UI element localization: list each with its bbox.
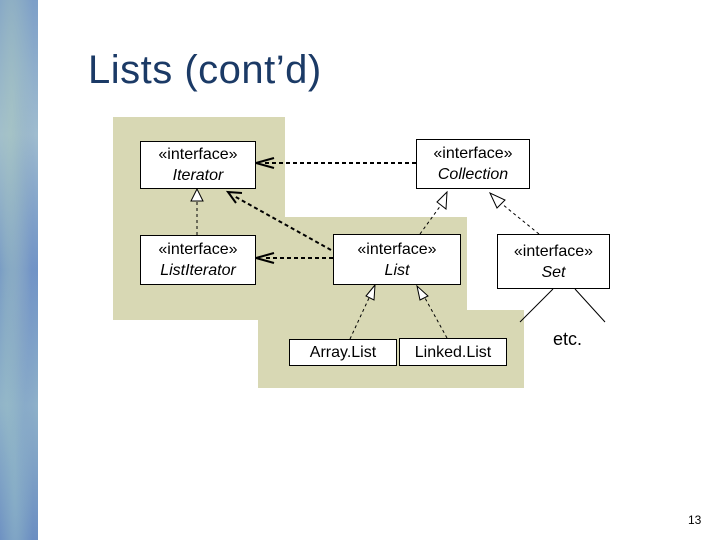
triangle-iterator [190,187,204,202]
edge-set-to-etc-right [574,288,606,323]
page-number: 13 [688,513,702,527]
node-list-iterator: «interface» ListIterator [140,235,256,285]
edge-set-to-etc [519,288,554,323]
node-linked-list-name: Linked.List [414,343,492,361]
edge-set-to-collection [501,203,540,235]
node-list: «interface» List [333,234,461,285]
node-set-name: Set [541,263,566,281]
node-linked-list: Linked.List [399,338,507,366]
etc-label: etc. [553,329,583,349]
triangle-list-left [365,283,376,301]
node-set-stereotype: «interface» [513,242,594,260]
node-list-stereotype: «interface» [357,240,437,258]
arrowhead-iterator [252,157,275,169]
slide-title: Lists (cont’d) [88,48,322,92]
edge-arraylist-to-list [349,297,370,340]
arrowhead-iterator-diagonal [225,190,243,204]
arrowhead-listiterator [252,252,275,264]
node-list-iterator-name: ListIterator [160,262,236,279]
edge-linkedlist-to-list [424,297,448,339]
node-iterator-name: Iterator [172,167,224,184]
node-iterator: «interface» Iterator [140,141,256,189]
node-collection: «interface» Collection [416,139,530,189]
edge-list-to-iterator [233,195,332,251]
triangle-collection-left [436,190,448,210]
node-iterator-stereotype: «interface» [158,146,238,163]
node-collection-stereotype: «interface» [433,145,513,162]
node-list-iterator-stereotype: «interface» [158,241,238,258]
node-list-name: List [384,261,410,279]
node-array-list-name: Array.List [309,344,377,361]
edge-list-to-collection [419,204,442,235]
node-collection-name: Collection [437,166,509,183]
decorative-sidebar [0,0,38,540]
triangle-list-right [416,284,429,301]
node-array-list: Array.List [289,339,397,366]
triangle-collection-right [488,191,506,209]
node-set: «interface» Set [497,234,610,289]
